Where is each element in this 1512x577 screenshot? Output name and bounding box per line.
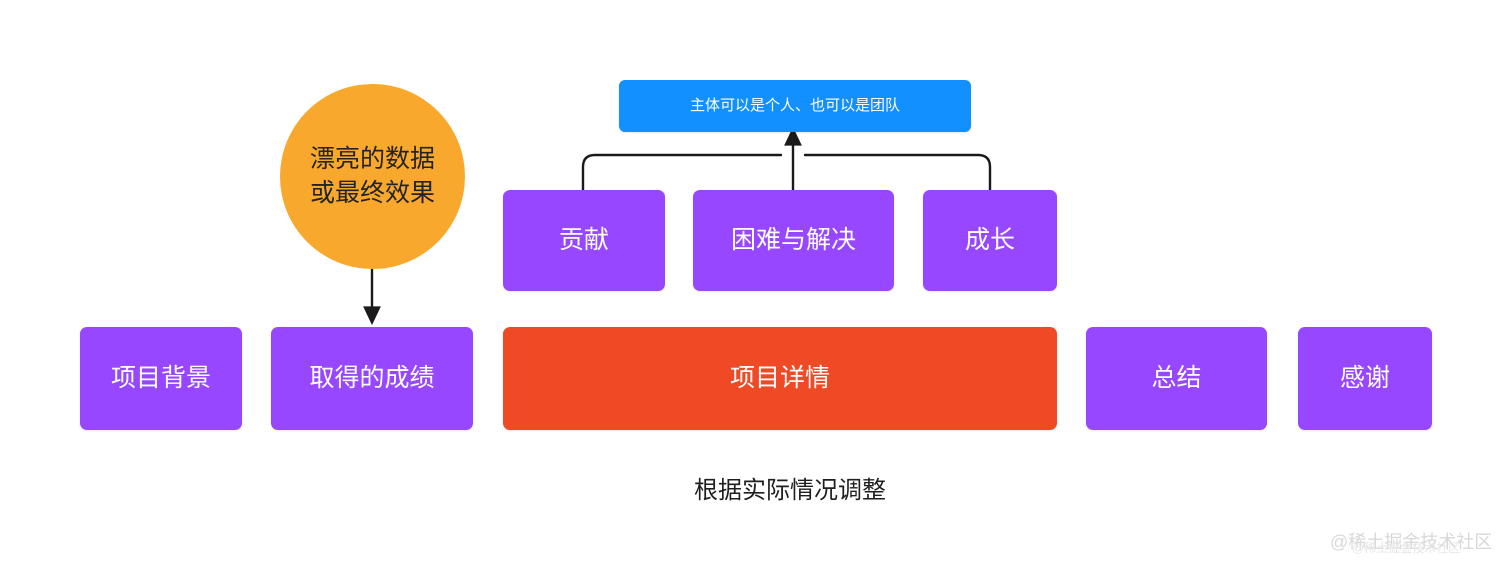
detail-label: 成长 [964, 225, 1015, 254]
callout-subject-box[interactable]: 主体可以是个人、也可以是团队 [619, 80, 971, 132]
flow-label: 取得的成绩 [309, 363, 435, 392]
circle-line-1: 漂亮的数据 [309, 144, 435, 173]
flow-box-thanks[interactable]: 感谢 [1298, 327, 1432, 430]
callout-label: 主体可以是个人、也可以是团队 [689, 96, 900, 114]
watermark-text-shadow: @稀土掘金技术社区 [1352, 541, 1461, 555]
diagram-caption: 根据实际情况调整 [694, 477, 886, 504]
flow-label: 总结 [1151, 363, 1202, 392]
watermark-text: @稀土掘金技术社区 [1330, 532, 1493, 552]
flow-box-project-detail[interactable]: 项目详情 [503, 327, 1057, 430]
connector-growth-branch [803, 153, 992, 192]
detail-box-contribution[interactable]: 贡献 [503, 190, 665, 291]
connector-contribution-branch [581, 153, 783, 192]
flow-label: 感谢 [1339, 363, 1390, 392]
watermark: @稀土掘金技术社区 @稀土掘金技术社区 [1330, 528, 1493, 555]
flow-box-summary[interactable]: 总结 [1086, 327, 1267, 430]
flow-box-achievement[interactable]: 取得的成绩 [271, 327, 473, 430]
detail-box-growth[interactable]: 成长 [923, 190, 1057, 291]
highlight-circle-result[interactable]: 漂亮的数据 或最终效果 [280, 84, 465, 269]
flow-label: 项目详情 [729, 363, 830, 392]
detail-label: 贡献 [558, 225, 609, 254]
detail-label: 困难与解决 [730, 225, 856, 254]
flow-label: 项目背景 [110, 363, 211, 392]
flow-box-background[interactable]: 项目背景 [80, 327, 242, 430]
detail-box-difficulty[interactable]: 困难与解决 [693, 190, 894, 291]
circle-line-2: 或最终效果 [309, 178, 435, 207]
